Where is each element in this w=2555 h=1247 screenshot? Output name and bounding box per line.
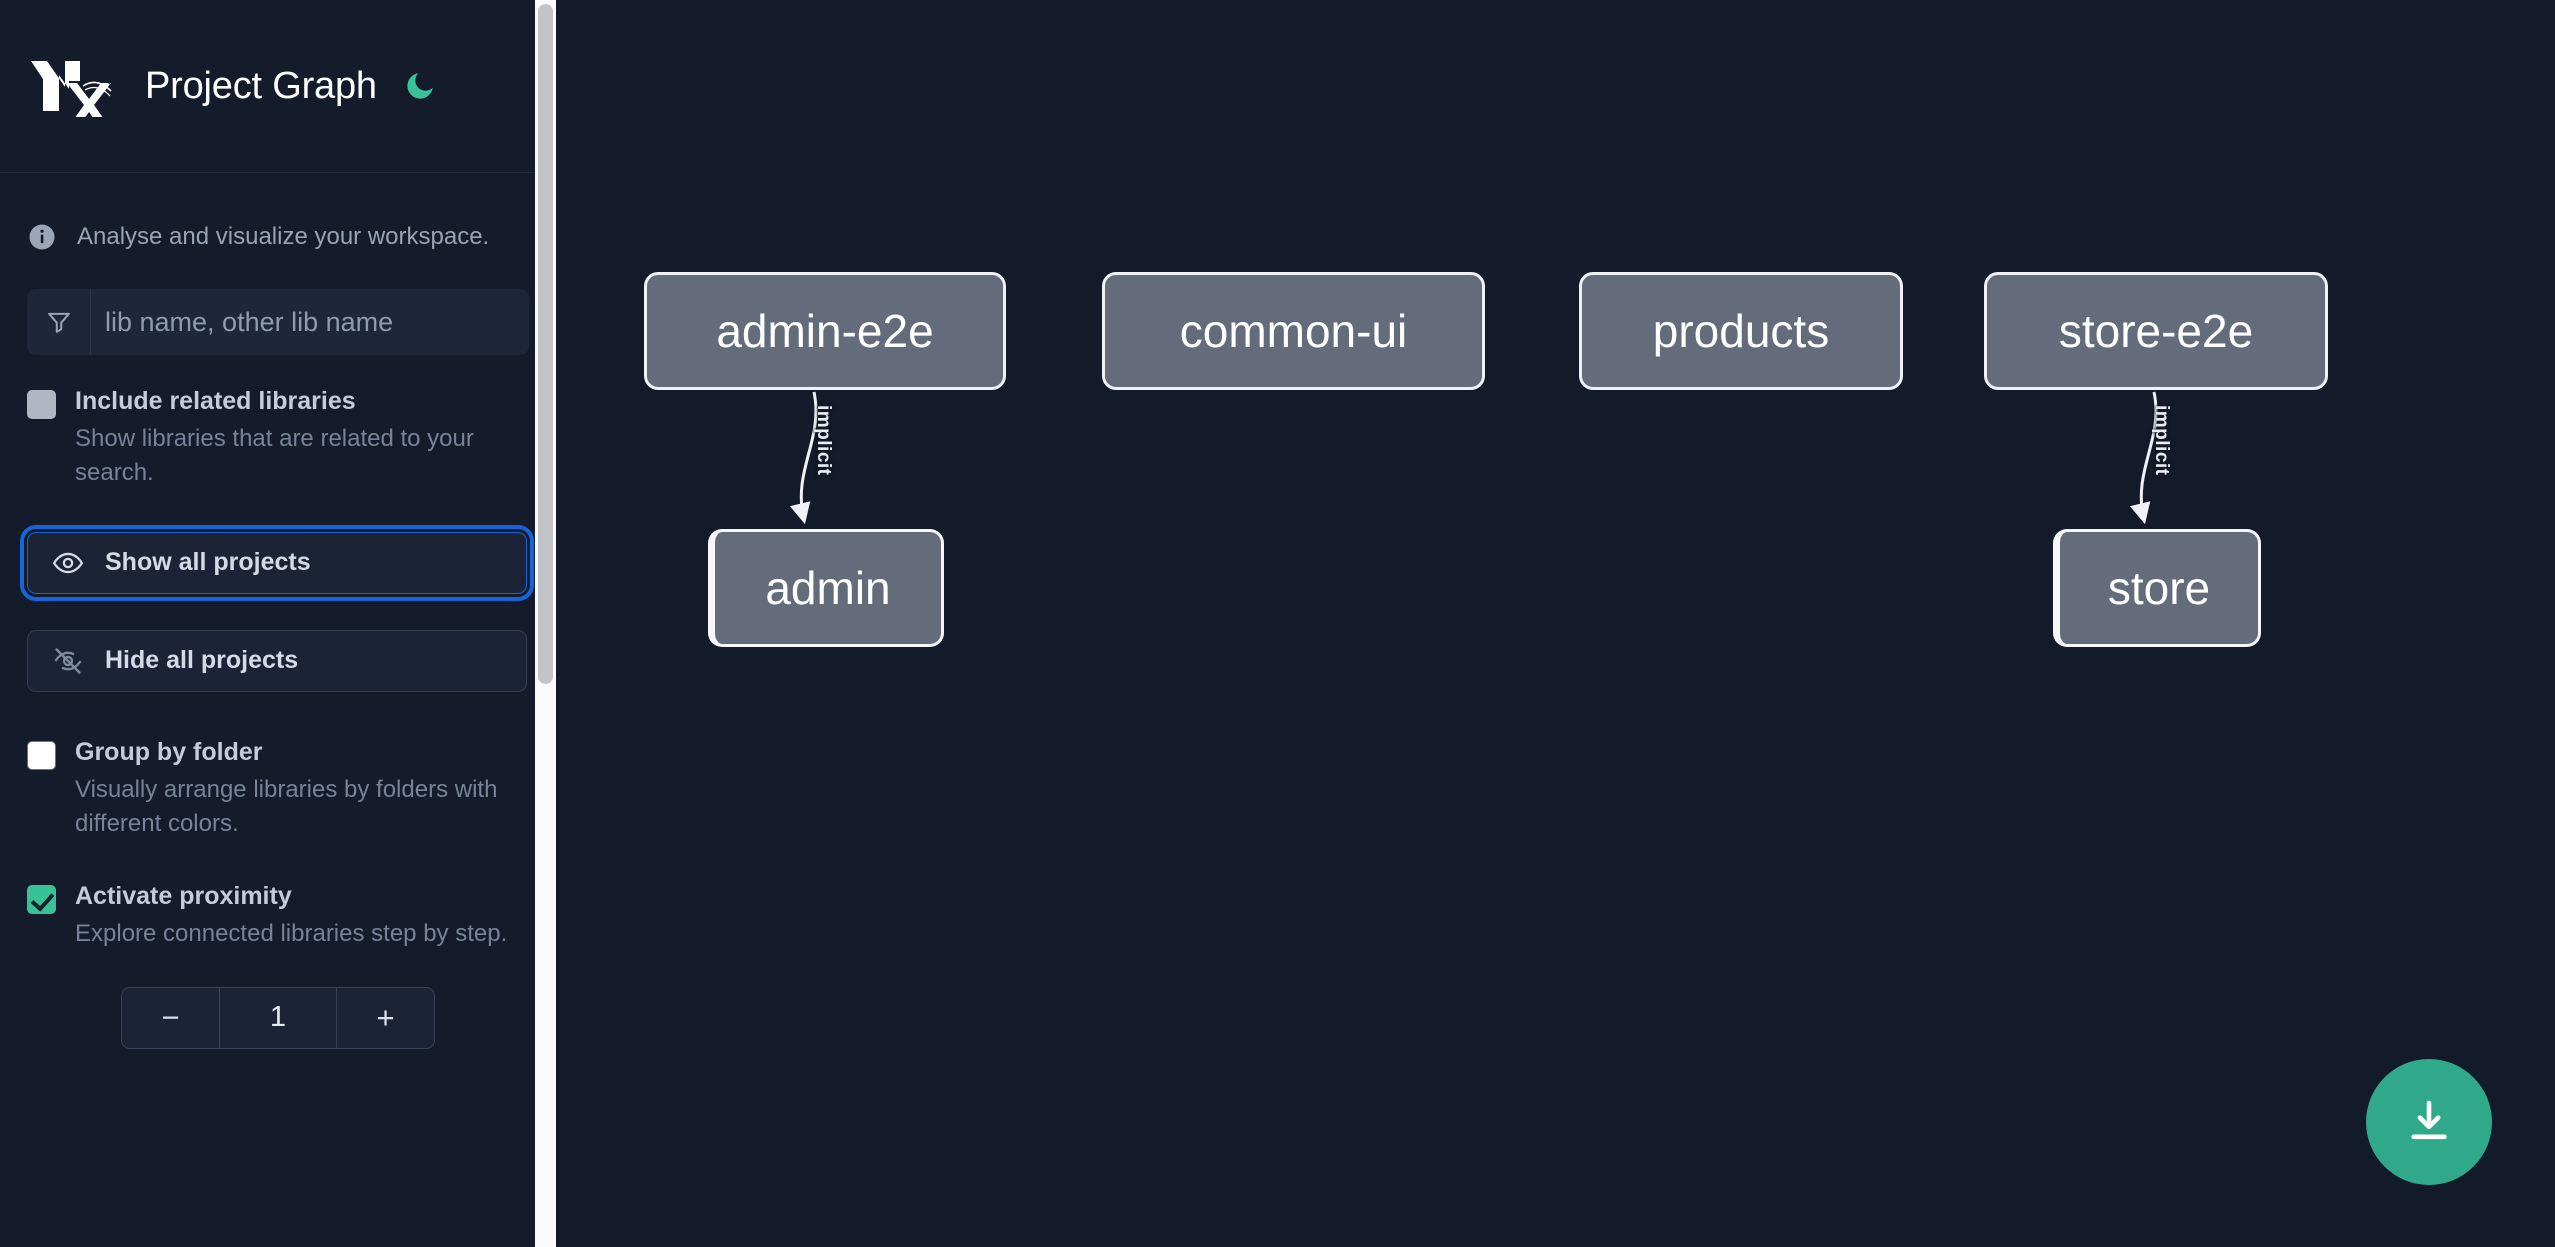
group-by-folder-checkbox[interactable]: [27, 740, 56, 770]
proximity-decrement-button[interactable]: −: [122, 987, 219, 1048]
download-icon: [2404, 1096, 2454, 1149]
hide-all-projects-label: Hide all projects: [105, 646, 299, 675]
proximity-increment-button[interactable]: +: [337, 987, 434, 1048]
proximity-value: 1: [219, 987, 337, 1048]
graph-node-products[interactable]: products: [1579, 272, 1903, 390]
show-all-projects-label: Show all projects: [105, 548, 311, 577]
edge-label-store-e2e-to-store: implicit: [2151, 405, 2172, 476]
sidebar-header: Project Graph: [0, 0, 556, 173]
page-title: Project Graph: [145, 64, 377, 107]
download-graph-button[interactable]: [2366, 1059, 2492, 1185]
proximity-stepper: − 1 +: [121, 986, 435, 1049]
info-icon: [27, 222, 57, 252]
tagline-text: Analyse and visualize your workspace.: [77, 223, 490, 250]
sidebar-body: Include related libraries Show libraries…: [0, 289, 556, 1049]
activate-proximity-label: Activate proximity: [75, 881, 292, 910]
edge-label-admin-e2e-to-admin: implicit: [813, 405, 834, 476]
option-include-related-libraries[interactable]: Include related libraries Show libraries…: [27, 385, 529, 490]
filter-funnel-icon: [27, 289, 91, 355]
eye-icon: [52, 547, 84, 579]
group-by-folder-label: Group by folder: [75, 737, 263, 766]
tagline: Analyse and visualize your workspace.: [0, 173, 556, 265]
activate-proximity-description: Explore connected libraries step by step…: [75, 919, 508, 947]
sidebar: Project Graph Analyse and visualize your…: [0, 0, 556, 1247]
include-related-libraries-label: Include related libraries: [75, 387, 356, 415]
moon-icon[interactable]: [403, 69, 437, 103]
eye-off-icon: [52, 645, 84, 677]
search-input[interactable]: [91, 289, 529, 355]
option-group-by-folder[interactable]: Group by folder Visually arrange librari…: [27, 736, 529, 841]
option-activate-proximity[interactable]: Activate proximity Explore connected lib…: [27, 880, 529, 951]
graph-node-admin[interactable]: admin: [708, 529, 944, 647]
include-related-libraries-checkbox[interactable]: [27, 390, 56, 419]
graph-canvas[interactable]: admin-e2e common-ui products store-e2e admin…: [556, 0, 2555, 1247]
hide-all-projects-button[interactable]: Hide all projects: [27, 629, 527, 692]
activate-proximity-checkbox[interactable]: [27, 884, 56, 914]
sidebar-scrollbar[interactable]: [535, 0, 556, 1247]
search-field[interactable]: [27, 289, 529, 355]
group-by-folder-description: Visually arrange libraries by folders wi…: [75, 775, 498, 837]
show-all-projects-button[interactable]: Show all projects: [20, 524, 534, 601]
visibility-buttons: Show all projects Hide all projects: [20, 524, 534, 692]
include-related-libraries-description: Show libraries that are related to your …: [75, 424, 474, 486]
graph-node-common-ui[interactable]: common-ui: [1102, 272, 1485, 390]
graph-node-store-e2e[interactable]: store-e2e: [1984, 272, 2328, 390]
graph-node-store[interactable]: store: [2053, 529, 2261, 647]
proximity-stepper-wrap: − 1 +: [27, 986, 529, 1049]
sidebar-scrollbar-thumb[interactable]: [538, 4, 553, 684]
graph-node-admin-e2e[interactable]: admin-e2e: [644, 272, 1006, 390]
nx-logo: [27, 55, 115, 129]
